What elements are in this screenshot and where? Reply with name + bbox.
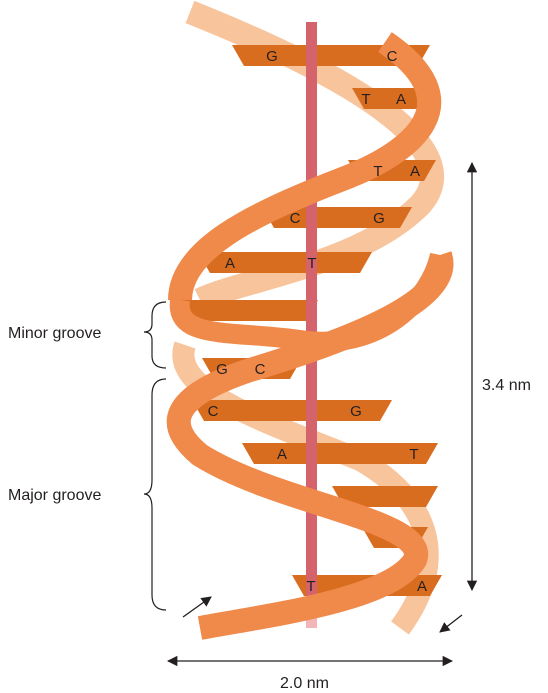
base-letter-right: G (350, 403, 362, 420)
base-letter-left: C (290, 210, 301, 227)
minor-groove-bracket (144, 302, 166, 368)
base-letter-left: T (306, 578, 315, 595)
major-groove-label: Major groove (8, 487, 101, 504)
base-letter-right: C (255, 361, 266, 378)
base-letter-right: G (373, 210, 385, 227)
base-letter-left: T (373, 163, 382, 180)
strand-direction-arrow-left (183, 597, 211, 617)
major-groove-bracket (144, 379, 166, 610)
base-letter-right: A (410, 163, 420, 180)
base-letter-right: T (409, 446, 418, 463)
base-letter-left: C (208, 403, 219, 420)
minor-groove-label: Minor groove (8, 325, 101, 342)
base-letter-left: A (277, 446, 287, 463)
base-letter-right: A (417, 578, 427, 595)
base-letter-right: C (387, 48, 398, 65)
width-label: 2.0 nm (280, 675, 329, 692)
base-letter-right: A (396, 91, 406, 108)
strand-direction-arrow-right (440, 615, 462, 632)
base-pair-rung (192, 400, 392, 421)
base-letter-left: G (266, 48, 278, 65)
pitch-label: 3.4 nm (482, 377, 531, 394)
base-letter-left: A (225, 255, 235, 272)
base-letter-left: G (216, 361, 228, 378)
base-letter-left: T (361, 91, 370, 108)
base-letter-right: T (307, 255, 316, 272)
